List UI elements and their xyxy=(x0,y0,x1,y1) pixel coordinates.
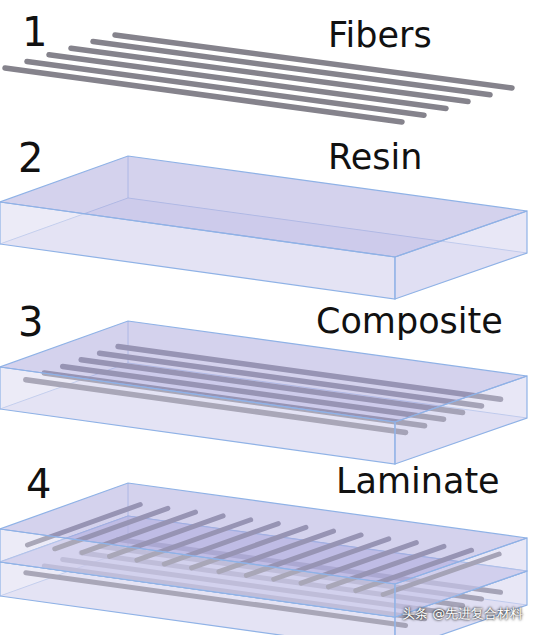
callout-number: 4 xyxy=(26,460,51,508)
watermark: 头条 @先进复合材料 xyxy=(402,606,523,622)
callout-number: 2 xyxy=(18,134,43,182)
callout-number: 3 xyxy=(18,298,43,346)
fiber xyxy=(27,61,424,115)
callout-number: 1 xyxy=(22,8,47,56)
resin-top xyxy=(0,156,527,257)
fiber xyxy=(5,68,402,122)
part-label: Resin xyxy=(328,136,422,178)
part-label: Composite xyxy=(316,300,503,342)
part-label: Laminate xyxy=(336,460,500,502)
part-label: Fibers xyxy=(328,14,432,56)
